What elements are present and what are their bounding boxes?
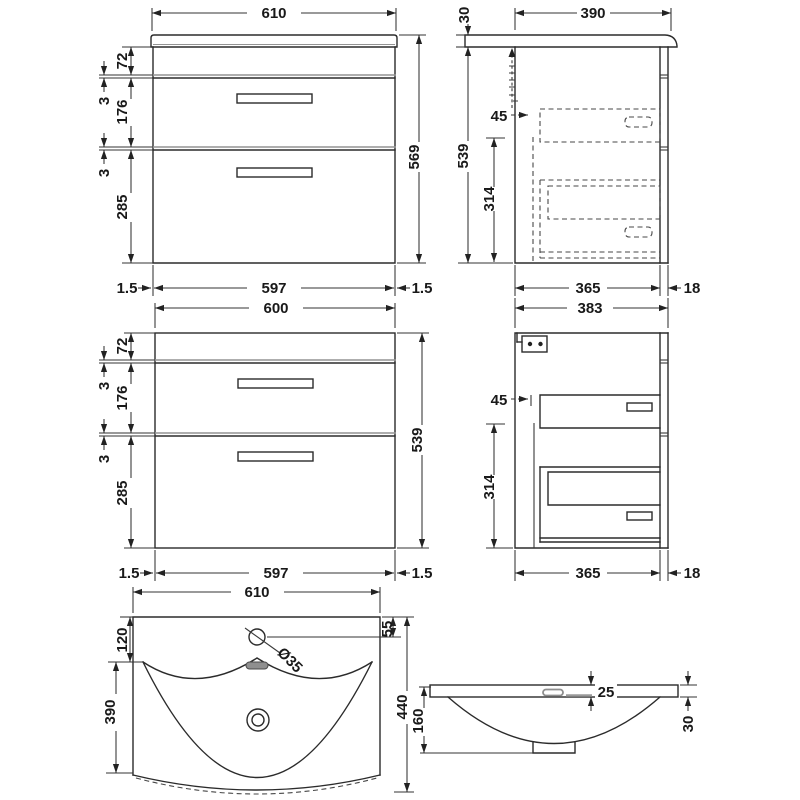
dimension-lines: 600 72 3 176 3 285 539 1.5 597 1.5 [96,300,432,582]
drawer-handle [236,167,313,178]
dim-1p5-right: 1.5 [412,280,433,297]
cabinet-front-outline [152,46,396,264]
dim-18: 18 [684,565,701,582]
dim-285: 285 [114,194,131,219]
dim-176: 176 [114,99,131,124]
wall-fixing-detail [508,48,518,108]
dim-569: 569 [406,144,423,169]
bowl-front-edge [142,661,373,778]
dim-383: 383 [577,300,602,317]
dim-45: 45 [491,108,508,125]
basin-plan-outline [132,616,381,795]
dim-1p5-left: 1.5 [117,280,138,297]
dim-365: 365 [575,280,600,297]
tap-hole [248,628,266,646]
dim-176: 176 [114,385,131,410]
dim-160: 160 [410,708,427,733]
dim-25: 25 [598,684,615,701]
waste-hole [246,708,270,732]
internal-drawer-boxes [530,394,661,548]
drawer-handle [236,93,313,104]
dim-30: 30 [680,716,697,733]
tap-hole-leader [244,627,281,654]
dim-390: 390 [102,699,119,724]
dim-539: 539 [409,427,426,452]
bracket-screw-hole [527,341,533,347]
dim-1p5-left: 1.5 [119,565,140,582]
dim-120: 120 [114,627,131,652]
dim-1p5-right: 1.5 [412,565,433,582]
view-side-with-worktop: 30 390 45 539 314 365 18 [455,5,700,297]
wall-bracket [516,332,548,353]
view-front-with-worktop: 610 72 3 176 3 285 569 1.5 597 1.5 [96,5,432,297]
dim-314: 314 [481,474,498,500]
overflow-slot-profile [542,688,564,697]
dimension-lines: 383 45 314 365 18 [481,298,700,582]
dimension-lines: 160 25 30 [410,671,697,754]
dim-3a: 3 [96,97,113,105]
dim-539: 539 [455,143,472,168]
bowl-back-edge [142,657,373,680]
view-front-cabinet: 600 72 3 176 3 285 539 1.5 597 1.5 [96,300,432,582]
dim-597: 597 [261,280,286,297]
waste-hole-inner [251,713,265,727]
view-side-cabinet: 383 45 314 365 18 [481,298,700,582]
dim-365: 365 [575,565,600,582]
cabinet-front-outline [154,332,396,549]
drawer-handle [237,378,314,389]
worktop-front [150,34,398,48]
dim-440: 440 [394,694,411,719]
cabinet-side-outline [514,46,669,264]
view-basin-plan: 610 120 390 Ø35 55 440 [102,584,414,795]
dim-18: 18 [684,280,701,297]
cabinet-side-outline [514,332,669,549]
dim-45: 45 [491,392,508,409]
dim-tap-diameter: Ø35 [274,644,306,676]
dim-3a: 3 [96,382,113,390]
dim-314: 314 [481,186,498,212]
bracket-screw-hole [538,341,543,347]
dim-3b: 3 [96,455,113,463]
dim-55: 55 [379,621,396,638]
dim-72: 72 [114,53,131,70]
dim-30: 30 [456,7,473,24]
overflow-slot [245,661,269,670]
dim-390: 390 [580,5,605,22]
dim-600: 600 [263,300,288,317]
dimension-lines: 610 120 390 Ø35 55 440 [102,584,414,793]
fixing-arrow-icon [508,48,516,57]
bowl-profile [447,696,661,745]
waste-outlet [532,741,576,754]
dim-3b: 3 [96,169,113,177]
internal-drawer-boxes-hidden [532,108,661,263]
dim-285: 285 [114,480,131,505]
dimension-lines: 610 72 3 176 3 285 569 1.5 597 1.5 [96,5,432,297]
dim-597: 597 [263,565,288,582]
view-basin-profile: 160 25 30 [410,671,697,754]
worktop-side [464,34,678,48]
dim-72: 72 [114,338,131,355]
dim-width-610: 610 [261,5,286,22]
dimension-lines: 30 390 45 539 314 365 18 [455,5,700,297]
drawer-handle [237,451,314,462]
dim-610: 610 [244,584,269,601]
label-mask [595,683,617,699]
basin-profile-outline [429,684,679,754]
